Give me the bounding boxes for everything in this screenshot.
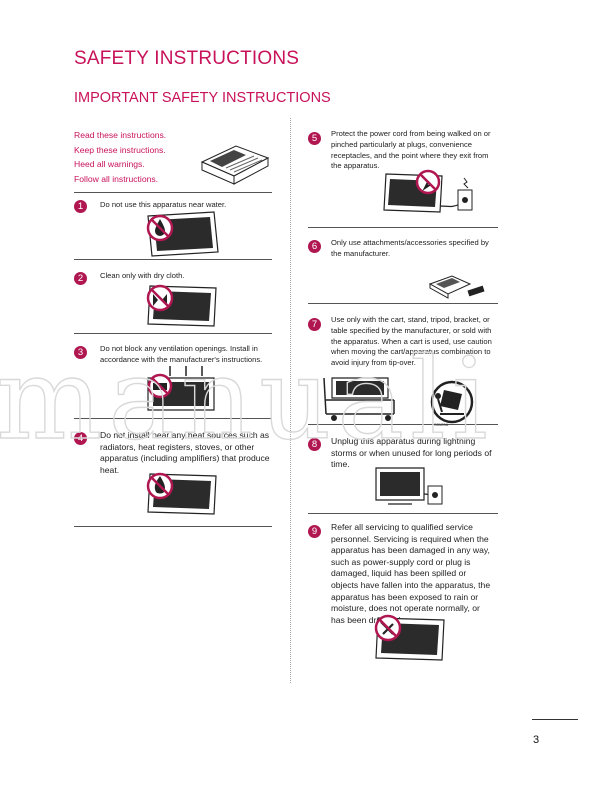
- svg-text:S3125A: S3125A: [434, 422, 449, 427]
- intro-line: Heed all warnings.: [74, 159, 145, 170]
- item-number-badge: 2: [74, 272, 87, 285]
- divider: [308, 303, 498, 304]
- item-number-badge: 9: [308, 525, 321, 538]
- divider: [74, 418, 272, 419]
- item-text: Refer all servicing to qualified service…: [331, 522, 491, 625]
- divider: [308, 513, 498, 514]
- no-block-vent-tv-icon: [147, 366, 215, 411]
- divider: [74, 333, 272, 334]
- item-number-badge: 4: [74, 432, 87, 445]
- item-text: Unplug this apparatus during lightning s…: [331, 436, 492, 470]
- item-text: Do not install near any heat sources suc…: [100, 430, 270, 475]
- no-water-tv-icon: [146, 211, 219, 257]
- divider: [308, 227, 498, 228]
- item-number-badge: 3: [74, 346, 87, 359]
- divider: [74, 526, 272, 527]
- intro-line: Read these instructions.: [74, 130, 167, 140]
- divider: [74, 259, 272, 260]
- intro-line: Keep these instructions.: [74, 144, 166, 155]
- item-number-badge: 1: [74, 200, 87, 213]
- item-text: Clean only with dry cloth.: [100, 271, 185, 280]
- intro-list: Read these instructions. Keep these inst…: [74, 128, 166, 186]
- item-number-badge: 7: [308, 318, 321, 331]
- cart-stand-icon: [323, 377, 395, 421]
- item-text: Do not use this apparatus near water.: [100, 200, 227, 209]
- item-text: Do not block any ventilation openings. I…: [100, 344, 263, 364]
- power-cord-tv-icon: [383, 169, 473, 213]
- accessories-icon: [428, 275, 485, 299]
- watermark: manuali: [0, 334, 488, 465]
- item-number-badge: 8: [308, 438, 321, 451]
- unplug-tv-icon: [375, 467, 443, 505]
- item-number-badge: 5: [308, 132, 321, 145]
- item-text: Only use attachments/accessories specifi…: [331, 238, 489, 258]
- manual-book-icon: [200, 145, 270, 185]
- no-servicing-tv-icon: [374, 614, 445, 661]
- page-number: 3: [533, 734, 540, 746]
- item-text: Use only with the cart, stand, tripod, b…: [331, 315, 492, 368]
- section-subtitle: IMPORTANT SAFETY INSTRUCTIONS: [74, 90, 331, 106]
- tip-over-warning-icon: S3125A: [430, 380, 474, 427]
- divider: [308, 424, 498, 425]
- column-divider: [290, 118, 291, 683]
- footer-rule: [532, 719, 578, 720]
- divider: [74, 192, 272, 193]
- no-heat-source-tv-icon: [146, 472, 217, 515]
- item-text: Protect the power cord from being walked…: [331, 129, 491, 171]
- intro-line: Follow all instructions.: [74, 173, 159, 184]
- dry-cloth-tv-icon: [146, 284, 217, 327]
- item-number-badge: 6: [308, 240, 321, 253]
- page-title: SAFETY INSTRUCTIONS: [74, 48, 300, 69]
